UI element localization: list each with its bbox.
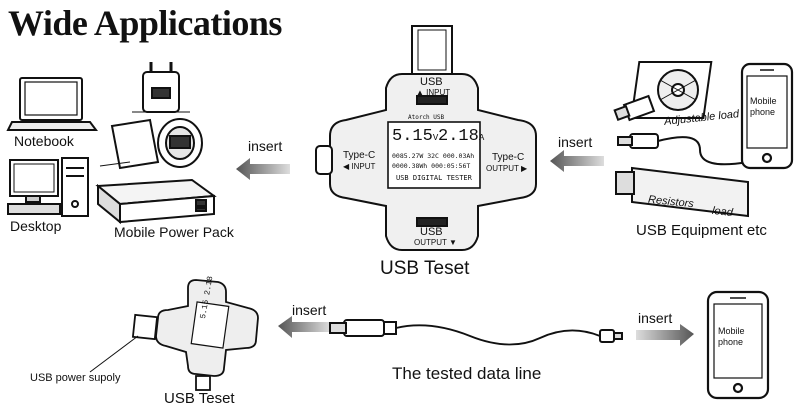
insert-label-bottom-right: insert <box>638 310 672 326</box>
mobile-phone-label: Mobile phone <box>750 96 786 118</box>
insert-arrow-left-icon <box>236 158 290 180</box>
insert-arrow-bottom-left-icon <box>278 316 330 338</box>
current-unit: A <box>479 133 484 143</box>
tester-left-port-label: Type-C <box>343 150 375 161</box>
notebook-label: Notebook <box>14 133 74 149</box>
tester-top-port-dir: ▲ INPUT <box>416 88 450 97</box>
power-readout: 0085.27W <box>392 152 423 160</box>
screen-row-2: 0000.38Wh 000:05:56T <box>392 162 470 170</box>
tester-screen: Atorch USB 5.15V 2.18A 0085.27W 32C 000.… <box>390 124 478 186</box>
mobile-phone-bottom-label: Mobile phone <box>718 326 760 348</box>
adjustable-load-icon <box>615 62 712 120</box>
device-name: USB DIGITAL TESTER <box>396 174 472 182</box>
data-line-cable-icon <box>330 320 622 345</box>
energy-readout: 0000.38Wh <box>392 162 427 170</box>
tester-right-port-dir: OUTPUT ▶ <box>486 164 527 173</box>
notebook-icon <box>8 78 96 130</box>
insert-arrow-bottom-right-icon <box>636 324 694 346</box>
power-supply-leader <box>90 336 138 372</box>
tester-bottom-port-label: USB <box>420 226 443 238</box>
data-line-label: The tested data line <box>392 364 541 384</box>
time-readout: 000:05:56T <box>431 162 470 170</box>
mini-usb-tester-device <box>133 280 258 390</box>
tester-bottom-port-dir: OUTPUT ▼ <box>414 238 457 247</box>
cable-icon <box>618 134 748 164</box>
insert-arrow-right-icon <box>550 150 604 172</box>
tester-left-port-dir: ◀ INPUT <box>343 162 375 171</box>
desktop-icon <box>8 158 88 216</box>
wall-charger-icon <box>132 62 190 112</box>
capacity-readout: 000.03Ah <box>443 152 474 160</box>
insert-label-bottom-left: insert <box>292 302 326 318</box>
desktop-label: Desktop <box>10 218 61 234</box>
current-number: 2.18 <box>438 127 479 146</box>
screen-header: Atorch USB <box>408 114 444 121</box>
usb-equipment-label: USB Equipment etc <box>636 222 767 239</box>
current-value: 2.18A <box>438 127 484 146</box>
screen-row-1: 0085.27W 32C 000.03Ah <box>392 152 474 160</box>
usb-teset-bottom-label: USB Teset <box>164 390 235 407</box>
car-charger-icon <box>100 119 202 168</box>
usb-teset-label: USB Teset <box>380 258 469 280</box>
power-pack-icon <box>98 180 214 222</box>
temp-readout: 32C <box>427 152 439 160</box>
voltage-number: 5.15 <box>392 127 433 146</box>
voltage-value: 5.15V <box>392 127 438 146</box>
insert-label-left: insert <box>248 138 282 154</box>
insert-label-right: insert <box>558 134 592 150</box>
power-supply-label: USB power supoly <box>30 372 121 384</box>
tester-top-port-label: USB <box>420 76 443 88</box>
load-label: load <box>711 205 733 219</box>
power-pack-label: Mobile Power Pack <box>114 224 234 240</box>
tester-right-port-label: Type-C <box>492 152 524 163</box>
